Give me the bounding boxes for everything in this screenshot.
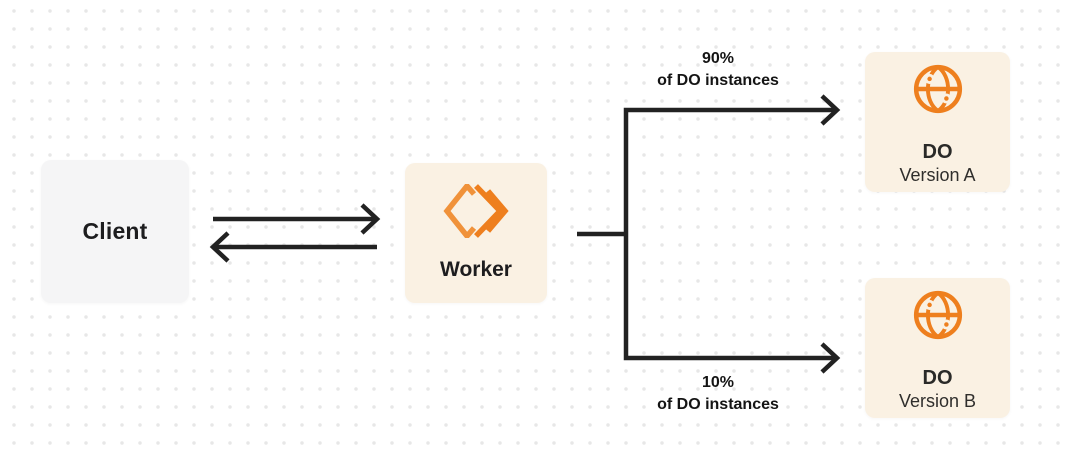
worker-node: Worker bbox=[405, 163, 547, 303]
do-a-title: DO bbox=[922, 141, 953, 163]
do-a-subtitle: Version A bbox=[899, 165, 976, 185]
do-version-a-node: DO Version A bbox=[865, 52, 1010, 192]
do-b-title: DO bbox=[922, 367, 953, 389]
branch-elbows bbox=[623, 107, 834, 361]
split-bottom-label: 10% of DO instances bbox=[588, 372, 848, 416]
cloudflare-workers-icon bbox=[443, 184, 509, 238]
do-b-subtitle: Version B bbox=[898, 391, 977, 411]
do-version-b-node: DO Version B bbox=[865, 278, 1010, 418]
client-label: Client bbox=[82, 218, 148, 244]
worker-label: Worker bbox=[440, 258, 512, 281]
arrow-client-to-worker-head bbox=[360, 203, 381, 235]
split-bottom-caption: of DO instances bbox=[657, 396, 779, 413]
client-node: Client bbox=[41, 160, 189, 303]
globe-icon bbox=[913, 64, 962, 114]
arrow-to-do-b-head bbox=[820, 342, 841, 374]
split-top-label: 90% of DO instances bbox=[588, 48, 848, 92]
split-bottom-percent: 10% bbox=[701, 374, 735, 391]
arrow-worker-to-client-head bbox=[209, 231, 230, 263]
globe-icon bbox=[913, 290, 962, 340]
split-top-percent: 90% bbox=[701, 50, 735, 67]
arrow-to-do-a-head bbox=[820, 94, 841, 126]
split-top-caption: of DO instances bbox=[657, 72, 779, 89]
